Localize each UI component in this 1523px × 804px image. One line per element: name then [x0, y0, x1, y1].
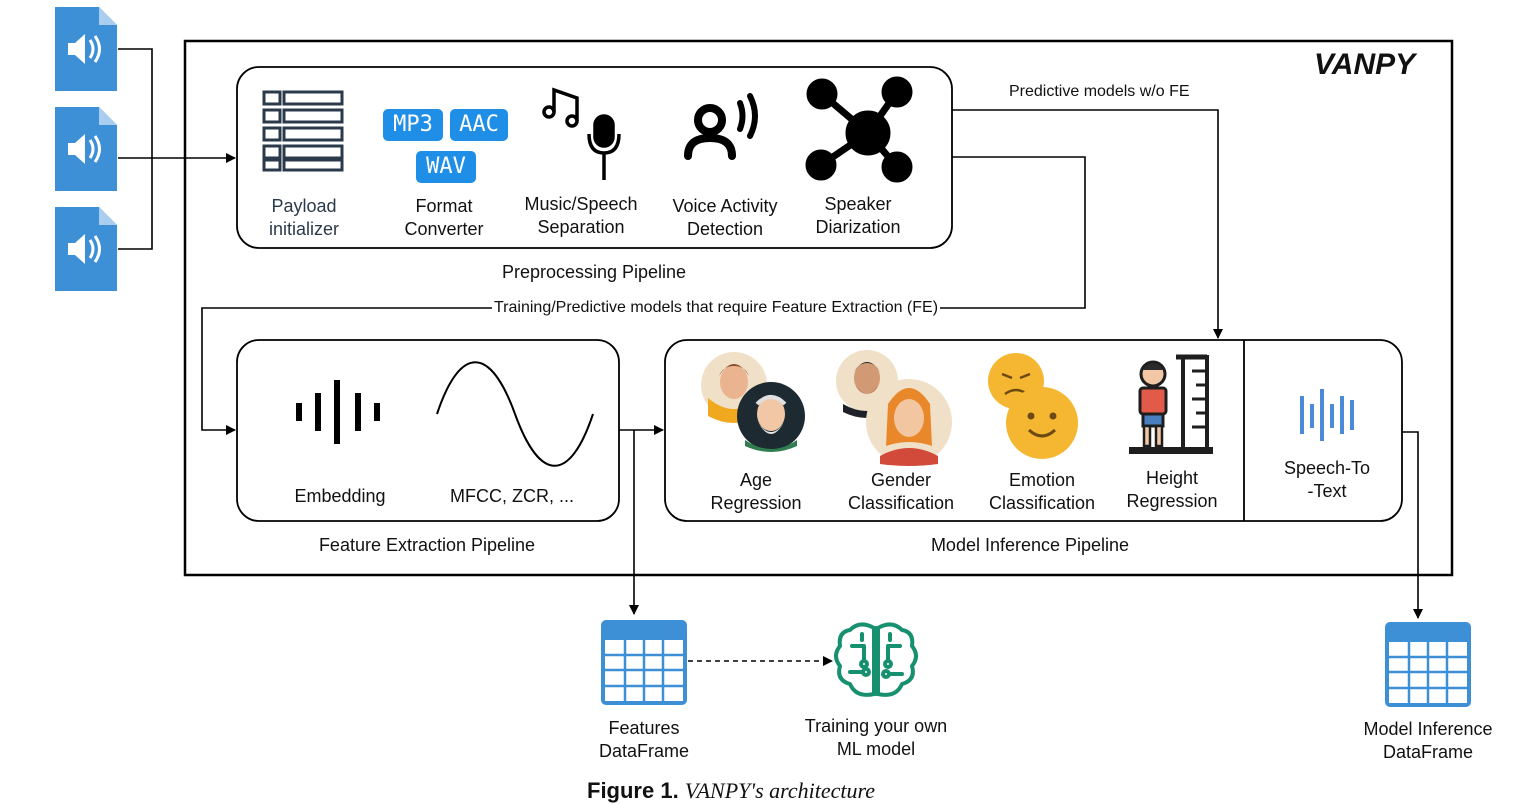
preprocessing-pipeline-title: Preprocessing Pipeline — [501, 262, 687, 282]
audio-file-icon — [55, 207, 117, 291]
figure-caption: Figure 1. VANPY's architecture — [587, 778, 875, 804]
audio-file-icon — [55, 7, 117, 91]
edge-predictive-no-fe — [952, 109, 1223, 339]
inference-table-icon — [1385, 622, 1471, 707]
emoji-faces-icon — [988, 353, 1078, 459]
brain-icon — [834, 622, 918, 697]
network-hub-icon — [805, 76, 913, 183]
gender-faces-icon — [836, 350, 952, 466]
embedding-label: Embedding — [294, 486, 386, 506]
feature-extraction-pipeline-title: Feature Extraction Pipeline — [318, 535, 536, 555]
mp3-badge: MP3 — [383, 109, 443, 141]
vanpy-frame — [183, 39, 1454, 577]
edge-inference-to-output — [1402, 431, 1423, 619]
audio-file-icon — [55, 107, 117, 191]
model-inference-box — [664, 339, 1403, 522]
speech-wave-icon — [1300, 389, 1354, 441]
audio-bars-icon — [296, 380, 380, 444]
speaking-person-icon — [684, 93, 758, 160]
sine-wave-icon — [436, 361, 594, 467]
aac-badge: AAC — [450, 109, 508, 141]
caption-text: VANPY's architecture — [684, 778, 876, 803]
height-ruler-icon — [1129, 354, 1213, 454]
age-faces-icon — [701, 352, 805, 452]
speech-to-text-label: Speech-To-Text — [1283, 458, 1371, 501]
list-icon — [262, 90, 344, 172]
vanpy-title: VANPY — [1314, 48, 1416, 81]
predictive-no-fe-label: Predictive models w/o FE — [1007, 83, 1192, 101]
mfcc-zcr-label: MFCC, ZCR, ... — [450, 486, 574, 506]
wav-badge: WAV — [416, 151, 476, 183]
model-inference-pipeline-title: Model Inference Pipeline — [930, 535, 1130, 555]
input-connector — [118, 48, 236, 250]
music-microphone-icon — [542, 87, 621, 180]
features-table-icon — [601, 620, 687, 705]
caption-figure-number: Figure 1. — [587, 778, 679, 803]
requires-fe-label: Training/Predictive models that require … — [492, 299, 941, 317]
